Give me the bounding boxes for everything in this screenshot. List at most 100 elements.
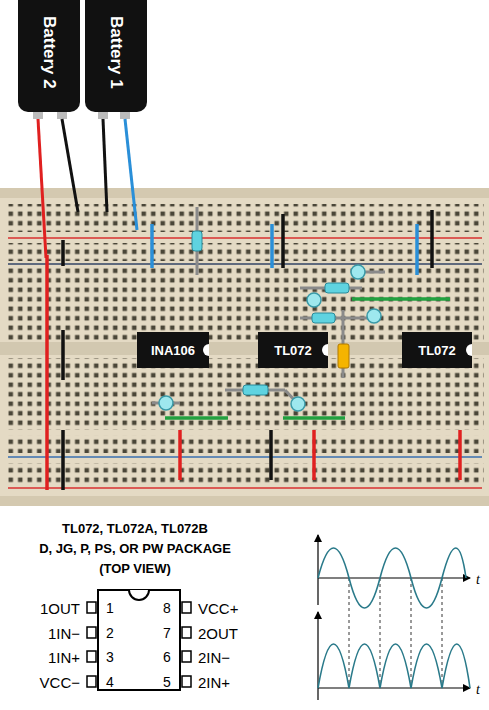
axis-label: t	[476, 573, 480, 587]
waveform-axes	[318, 577, 470, 578]
pin-name: 2OUT	[198, 626, 238, 641]
component-leads	[300, 317, 375, 320]
pin-name: 2IN−	[198, 650, 230, 665]
chip-notch	[322, 344, 328, 356]
capacitor-symbol	[351, 265, 365, 279]
pinout-chip	[182, 651, 191, 662]
waveform-axes	[317, 535, 318, 605]
battery-label: Battery 1	[106, 16, 126, 89]
breadboard	[8, 237, 482, 239]
capacitor-symbol	[159, 396, 173, 410]
pinout-chip	[182, 627, 191, 638]
battery-leads	[125, 119, 137, 230]
battery-leads	[103, 119, 107, 212]
pin-number: 8	[163, 601, 171, 615]
pin-name: 1IN−	[48, 626, 80, 641]
jumper-wires	[178, 430, 182, 480]
jumper-wires	[61, 330, 65, 380]
resistor-symbol	[243, 385, 268, 395]
sine-wave	[318, 548, 466, 608]
jumper-wires	[283, 416, 345, 420]
package-title: TL072, TL072A, TL072B	[62, 522, 208, 535]
pinout-chip	[182, 676, 191, 687]
chip-label: INA106	[151, 343, 195, 358]
pin-name: 2IN+	[198, 675, 230, 690]
waveform-axes	[318, 687, 470, 688]
breadboard	[8, 263, 482, 265]
capacitor-symbol	[291, 397, 305, 411]
pin-name: 1OUT	[40, 601, 80, 616]
breadboard	[8, 435, 484, 453]
capacitor-symbol	[367, 309, 381, 323]
pinout-chip	[129, 590, 149, 600]
jumper-wires	[352, 297, 450, 301]
pinout-chip	[87, 602, 96, 613]
waveform-axes	[318, 535, 470, 700]
breadboard	[8, 463, 484, 483]
jumper-wires	[61, 430, 65, 490]
diode-symbol	[338, 344, 349, 368]
ic-chip: TL072	[402, 332, 472, 368]
jumper-wires	[270, 224, 274, 268]
package-title: D, JG, P, PS, OR PW PACKAGE	[39, 542, 231, 555]
chip-notch	[466, 344, 472, 356]
axis-label: t	[476, 683, 480, 697]
ic-chip: INA106	[137, 332, 209, 368]
pin-number: 3	[106, 650, 114, 664]
resistor-symbol	[312, 313, 335, 323]
pin-number: 1	[106, 601, 114, 615]
battery-leads	[38, 119, 46, 258]
waveform-dashes	[380, 578, 381, 688]
resistor-symbol	[192, 231, 202, 251]
battery-leads	[62, 119, 78, 212]
resistor-symbol	[325, 283, 349, 293]
pinout-chip	[87, 590, 191, 690]
breadboard	[8, 456, 482, 458]
battery-box: Battery 2	[18, 0, 80, 112]
pin-name: 1IN+	[48, 650, 80, 665]
pinout-chip	[87, 627, 96, 638]
breadboard	[8, 204, 484, 232]
jumper-wires	[458, 430, 462, 480]
breadboard	[8, 487, 482, 489]
pin-name: VCC−	[40, 675, 80, 690]
resistor-symbol	[192, 231, 349, 395]
pinout-chip	[182, 602, 191, 613]
jumper-wires	[312, 430, 316, 480]
rectified-wave	[318, 644, 470, 688]
capacitor-symbol	[307, 293, 321, 307]
pin-number: 7	[163, 626, 171, 640]
battery-leads	[33, 110, 137, 258]
package-title: (TOP VIEW)	[99, 562, 171, 575]
pin-number: 5	[163, 675, 171, 689]
waveform-dashes	[442, 578, 443, 688]
jumper-wires	[165, 416, 228, 420]
component-leads	[152, 207, 385, 404]
jumper-wires	[150, 224, 154, 268]
pin-name: VCC+	[198, 601, 238, 616]
chip-notch	[203, 344, 209, 356]
chip-label: TL072	[418, 343, 456, 358]
breadboard	[0, 496, 489, 506]
battery-label: Battery 2	[39, 16, 59, 89]
battery-box: Battery 1	[85, 0, 147, 112]
pin-number: 4	[106, 675, 114, 689]
pin-number: 2	[106, 626, 114, 640]
jumper-wires	[61, 240, 65, 266]
jumper-wires	[281, 214, 285, 268]
waveform-dashes	[411, 578, 412, 688]
jumper-wires	[45, 255, 49, 490]
waveform-dashes	[349, 578, 350, 688]
breadboard	[0, 188, 489, 506]
waveform-dashes	[349, 578, 442, 688]
jumper-wires	[269, 430, 273, 480]
breadboard	[8, 243, 484, 261]
pin-number: 6	[163, 650, 171, 664]
breadboard	[0, 188, 489, 506]
ic-chip: TL072	[258, 332, 328, 368]
breadboard	[8, 268, 484, 340]
pinout-chip	[87, 651, 96, 662]
pinout-chip	[87, 676, 96, 687]
jumper-wires	[415, 224, 419, 275]
breadboard	[8, 358, 484, 430]
